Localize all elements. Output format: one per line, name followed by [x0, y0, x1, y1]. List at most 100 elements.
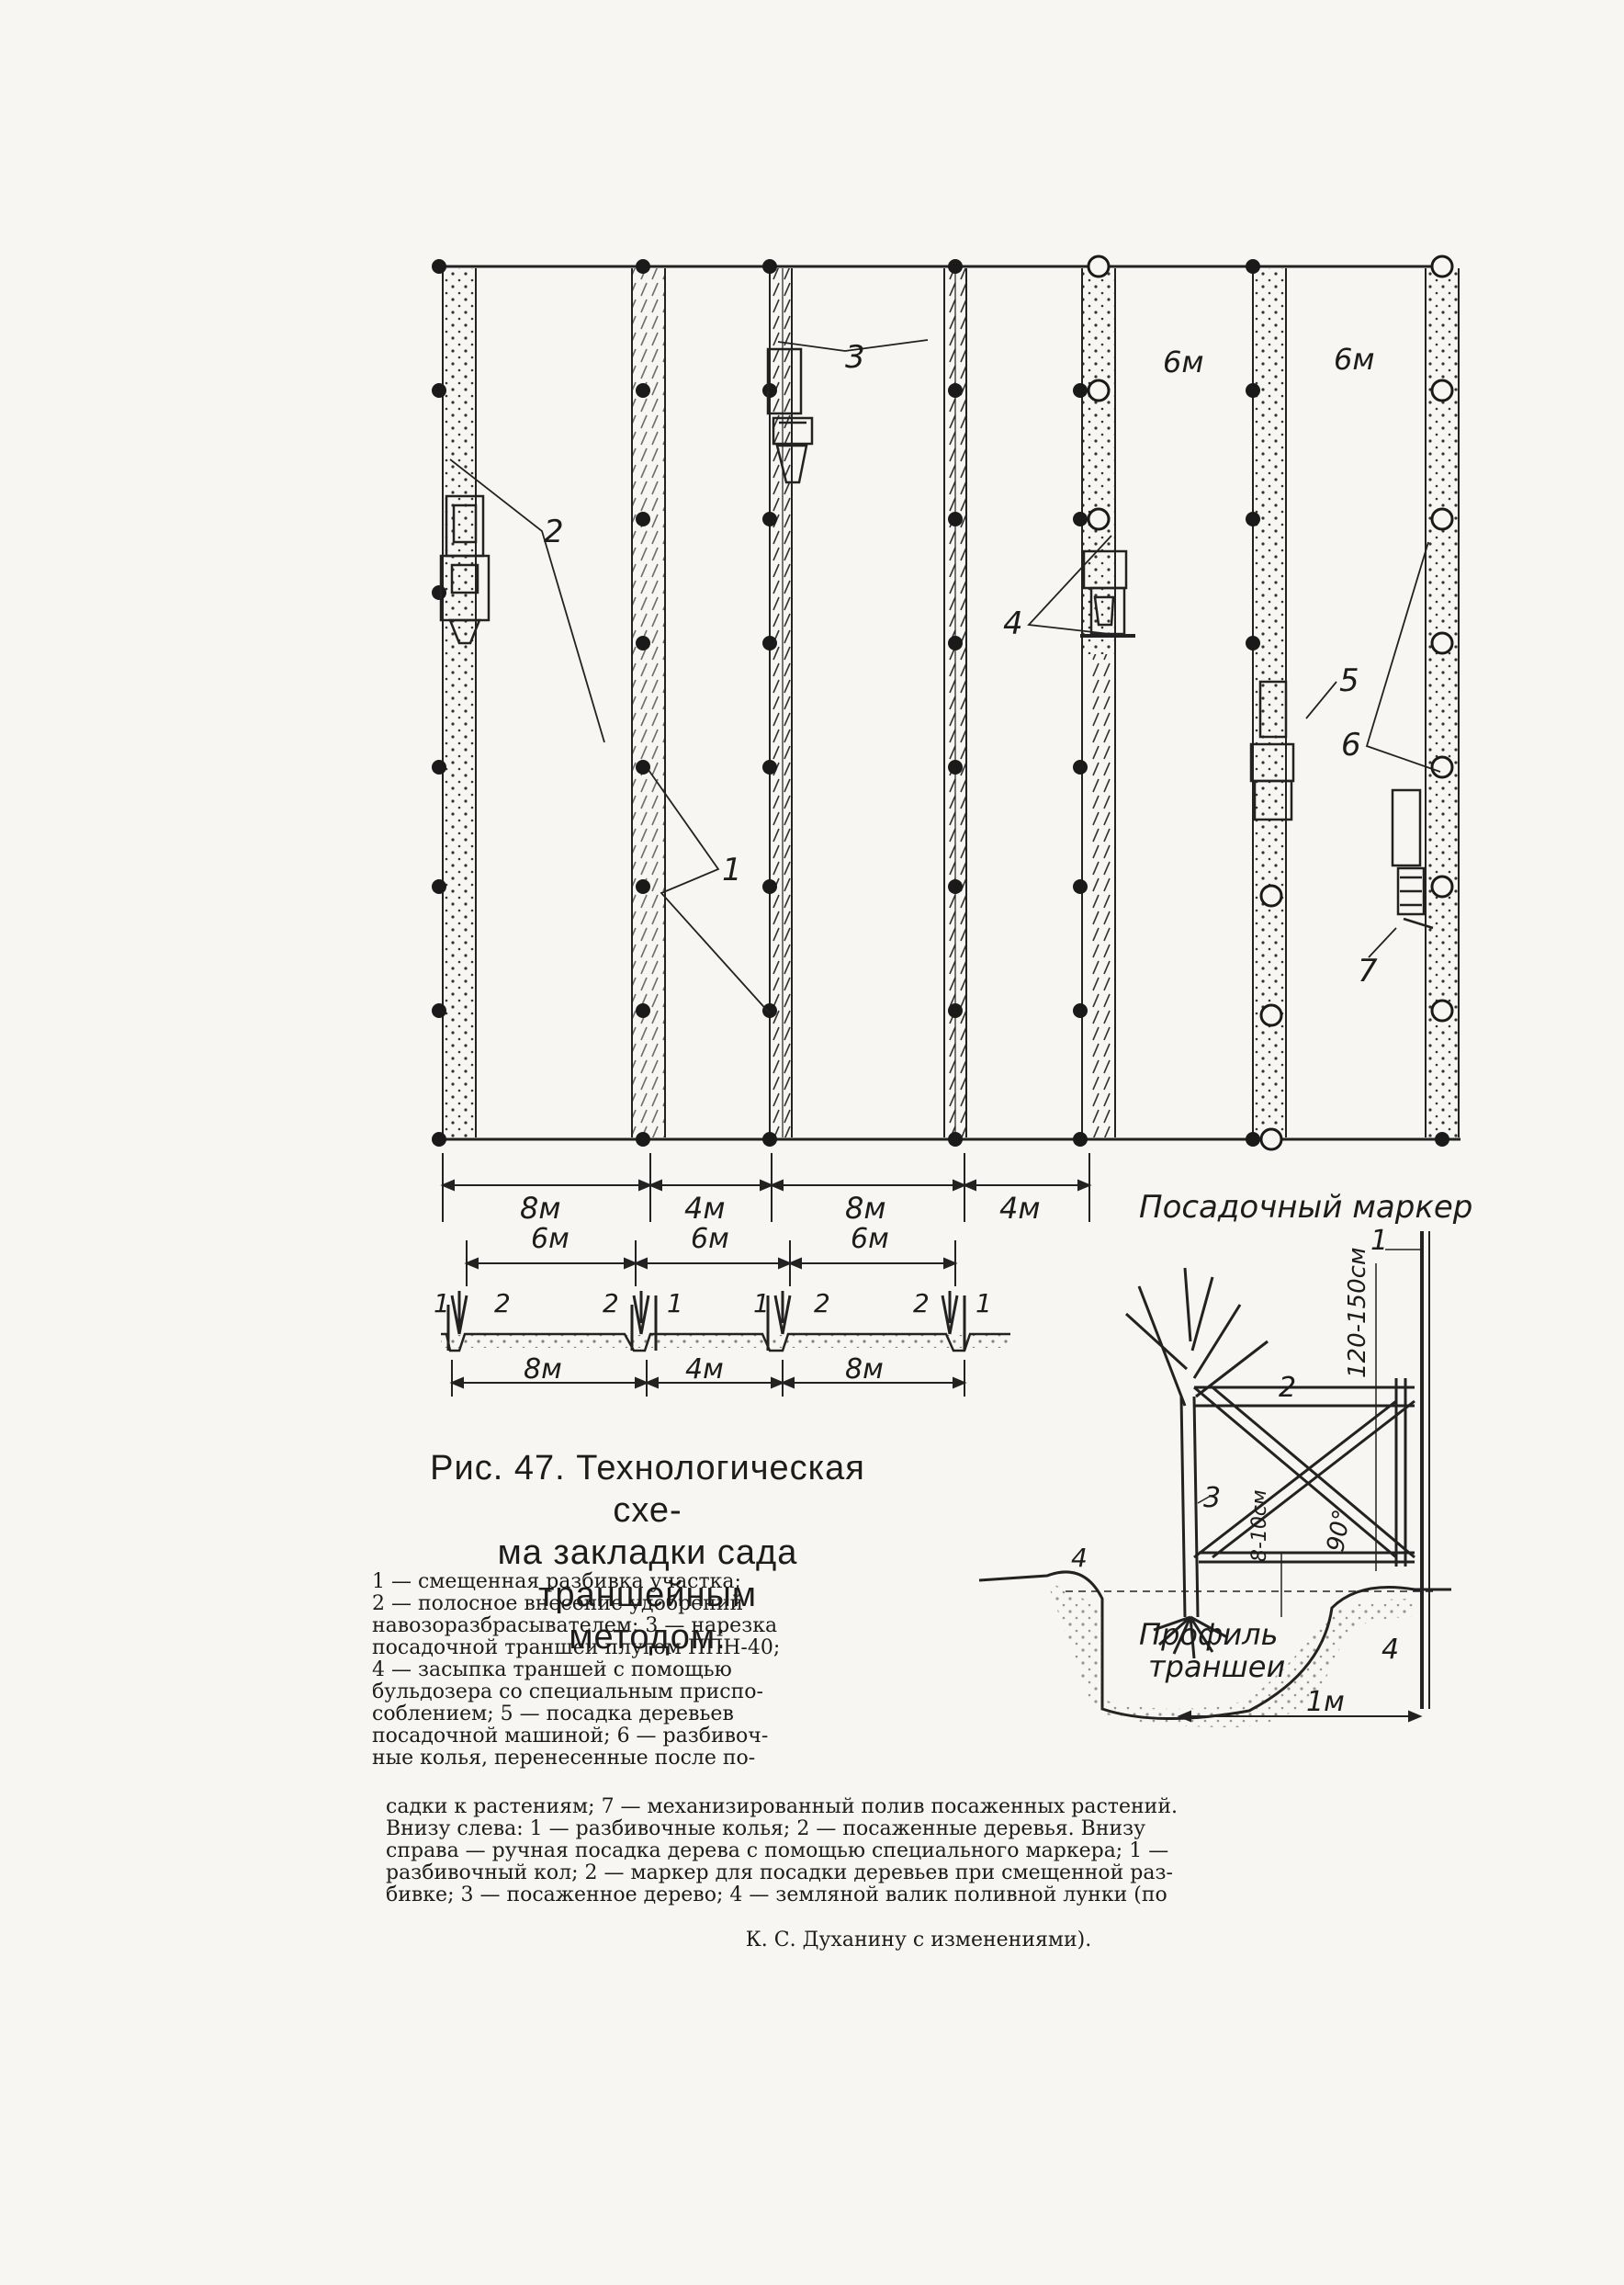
legend-line: соблением; 5 — посадка деревьев: [372, 1702, 734, 1725]
profile-label: траншеи: [1148, 1649, 1285, 1684]
stake-dot: [762, 1132, 777, 1147]
relocated-stake: [1430, 875, 1454, 899]
planting-machine-icon: [1249, 680, 1295, 821]
legend-line: ные колья, перенесенные после по-: [372, 1747, 756, 1770]
stake-dot: [636, 1003, 650, 1018]
relocated-stake: [1259, 1127, 1283, 1151]
section-top-dim: 6м: [851, 1223, 889, 1255]
callout-3: 3: [845, 339, 865, 376]
section-label: 1: [753, 1288, 770, 1318]
stake-dot: [432, 879, 446, 894]
ground-profile: [441, 1332, 1010, 1352]
stake-dot: [636, 512, 650, 526]
stake-dot: [948, 512, 963, 526]
stake-dot: [432, 1003, 446, 1018]
caption-title-line: методом:: [569, 1618, 727, 1657]
stake-dot: [432, 383, 446, 398]
stake-dot: [1435, 1132, 1449, 1147]
relocated-stake: [1259, 884, 1283, 908]
stake-dot: [636, 636, 650, 650]
stake-dot: [948, 383, 963, 398]
stake-dot: [636, 879, 650, 894]
stake-dot: [948, 1132, 963, 1147]
section-top-dim: 6м: [531, 1223, 570, 1255]
stake-dot: [636, 1132, 650, 1147]
section-bottom-dim: 8м: [524, 1353, 562, 1386]
stake-dot: [636, 760, 650, 775]
planted-tree: [1124, 1267, 1269, 1659]
bulldozer-icon: [1080, 549, 1135, 638]
stake-dot: [636, 259, 650, 274]
legend-line: Внизу слева: 1 — разбивочные колья; 2 — …: [386, 1817, 1146, 1840]
cross-section-left: 6м 6м 6м 1 2 2 1 1 2 2 1: [434, 1223, 1010, 1397]
callout-1: 1: [722, 852, 742, 888]
stake-dot: [948, 636, 963, 650]
callout-2: 2: [544, 514, 564, 550]
row-spacing-label: 6м: [1334, 342, 1375, 377]
strip-trench-4: [943, 268, 967, 1137]
callout-7: 7: [1358, 953, 1378, 990]
strip-filled-5: [1081, 268, 1116, 1137]
figure-legend: 1 — смещенная разбивка участка;2 — полос…: [372, 1571, 923, 1770]
stake-dot: [762, 760, 777, 775]
relocated-stake: [1430, 755, 1454, 779]
stake-dot: [762, 879, 777, 894]
section-bottom-dim: 8м: [845, 1353, 884, 1386]
section-label: 2: [913, 1288, 930, 1318]
section-bottom-dim: 4м: [685, 1353, 724, 1386]
legend-line: справа — ручная посадка дерева с помощью…: [386, 1839, 1169, 1862]
stake-dot: [432, 585, 446, 600]
figure-caption-title: Рис. 47. Технологическая схе- ма закладк…: [390, 1447, 905, 1658]
irrigation-tractor-icon: [1391, 788, 1434, 930]
legend-line: садки к растениям; 7 — механизированный …: [386, 1795, 1178, 1818]
marker-callout-4: 4: [1382, 1634, 1399, 1666]
plan-dim-label: 8м: [845, 1191, 886, 1226]
legend-line: разбивочный кол; 2 — маркер для посадки …: [386, 1861, 1173, 1884]
stake-dot: [1073, 1132, 1088, 1147]
strip-fertilizer-2: [631, 268, 666, 1137]
tractor-spreader-icon: [439, 494, 491, 645]
stake-dot: [1246, 1132, 1260, 1147]
stake-dot: [1073, 1003, 1088, 1018]
relocated-stake: [1087, 507, 1111, 531]
stake-dot: [1246, 383, 1260, 398]
stake-dot: [1246, 512, 1260, 526]
stake-dot: [948, 1003, 963, 1018]
relocated-stake: [1087, 255, 1111, 278]
legend-line: 2 — полосное внесение удобрений: [372, 1592, 744, 1615]
legend-line: бульдозера со специальным приспо-: [372, 1680, 763, 1703]
marker-callout-4: 4: [1071, 1543, 1088, 1573]
figure-legend-continued: садки к растениям; 7 — механизированный …: [386, 1796, 1451, 1906]
stake-dot: [432, 259, 446, 274]
stake-dot: [1073, 512, 1088, 526]
callout-leaders: [449, 339, 1441, 1014]
relocated-stake: [1430, 379, 1454, 402]
marker-width-label: 1м: [1306, 1686, 1345, 1718]
section-top-dim: 6м: [691, 1223, 729, 1255]
row-spacing-label: 6м: [1163, 345, 1204, 379]
section-label: 2: [603, 1288, 619, 1318]
stake-dot: [1073, 760, 1088, 775]
plough-icon: [766, 347, 814, 484]
stake-dot: [1246, 259, 1260, 274]
stake-dot: [1073, 383, 1088, 398]
legend-line: посадочной машиной; 6 — разбивоч-: [372, 1725, 769, 1748]
callout-5: 5: [1339, 662, 1359, 699]
stake-dot: [762, 383, 777, 398]
marker-callout-3: 3: [1203, 1482, 1221, 1514]
stake-dot: [762, 259, 777, 274]
marker-depth-label: 8-10см: [1248, 1489, 1271, 1562]
caption-title-line: ма закладки сада траншейным: [497, 1533, 798, 1614]
callout-6: 6: [1341, 727, 1361, 764]
figure-legend-source: К. С. Духанину с изменениями).: [745, 1929, 1092, 1951]
stake-dot: [432, 1132, 446, 1147]
strip-fertilizer-1: [442, 268, 477, 1137]
relocated-stake: [1087, 379, 1111, 402]
stake-dot: [948, 259, 963, 274]
marker-angle-label: 90°: [1322, 1508, 1357, 1555]
plan-dimension-line: [440, 1153, 1092, 1222]
stake-dot: [762, 1003, 777, 1018]
plan-dim-label: 4м: [999, 1191, 1041, 1226]
